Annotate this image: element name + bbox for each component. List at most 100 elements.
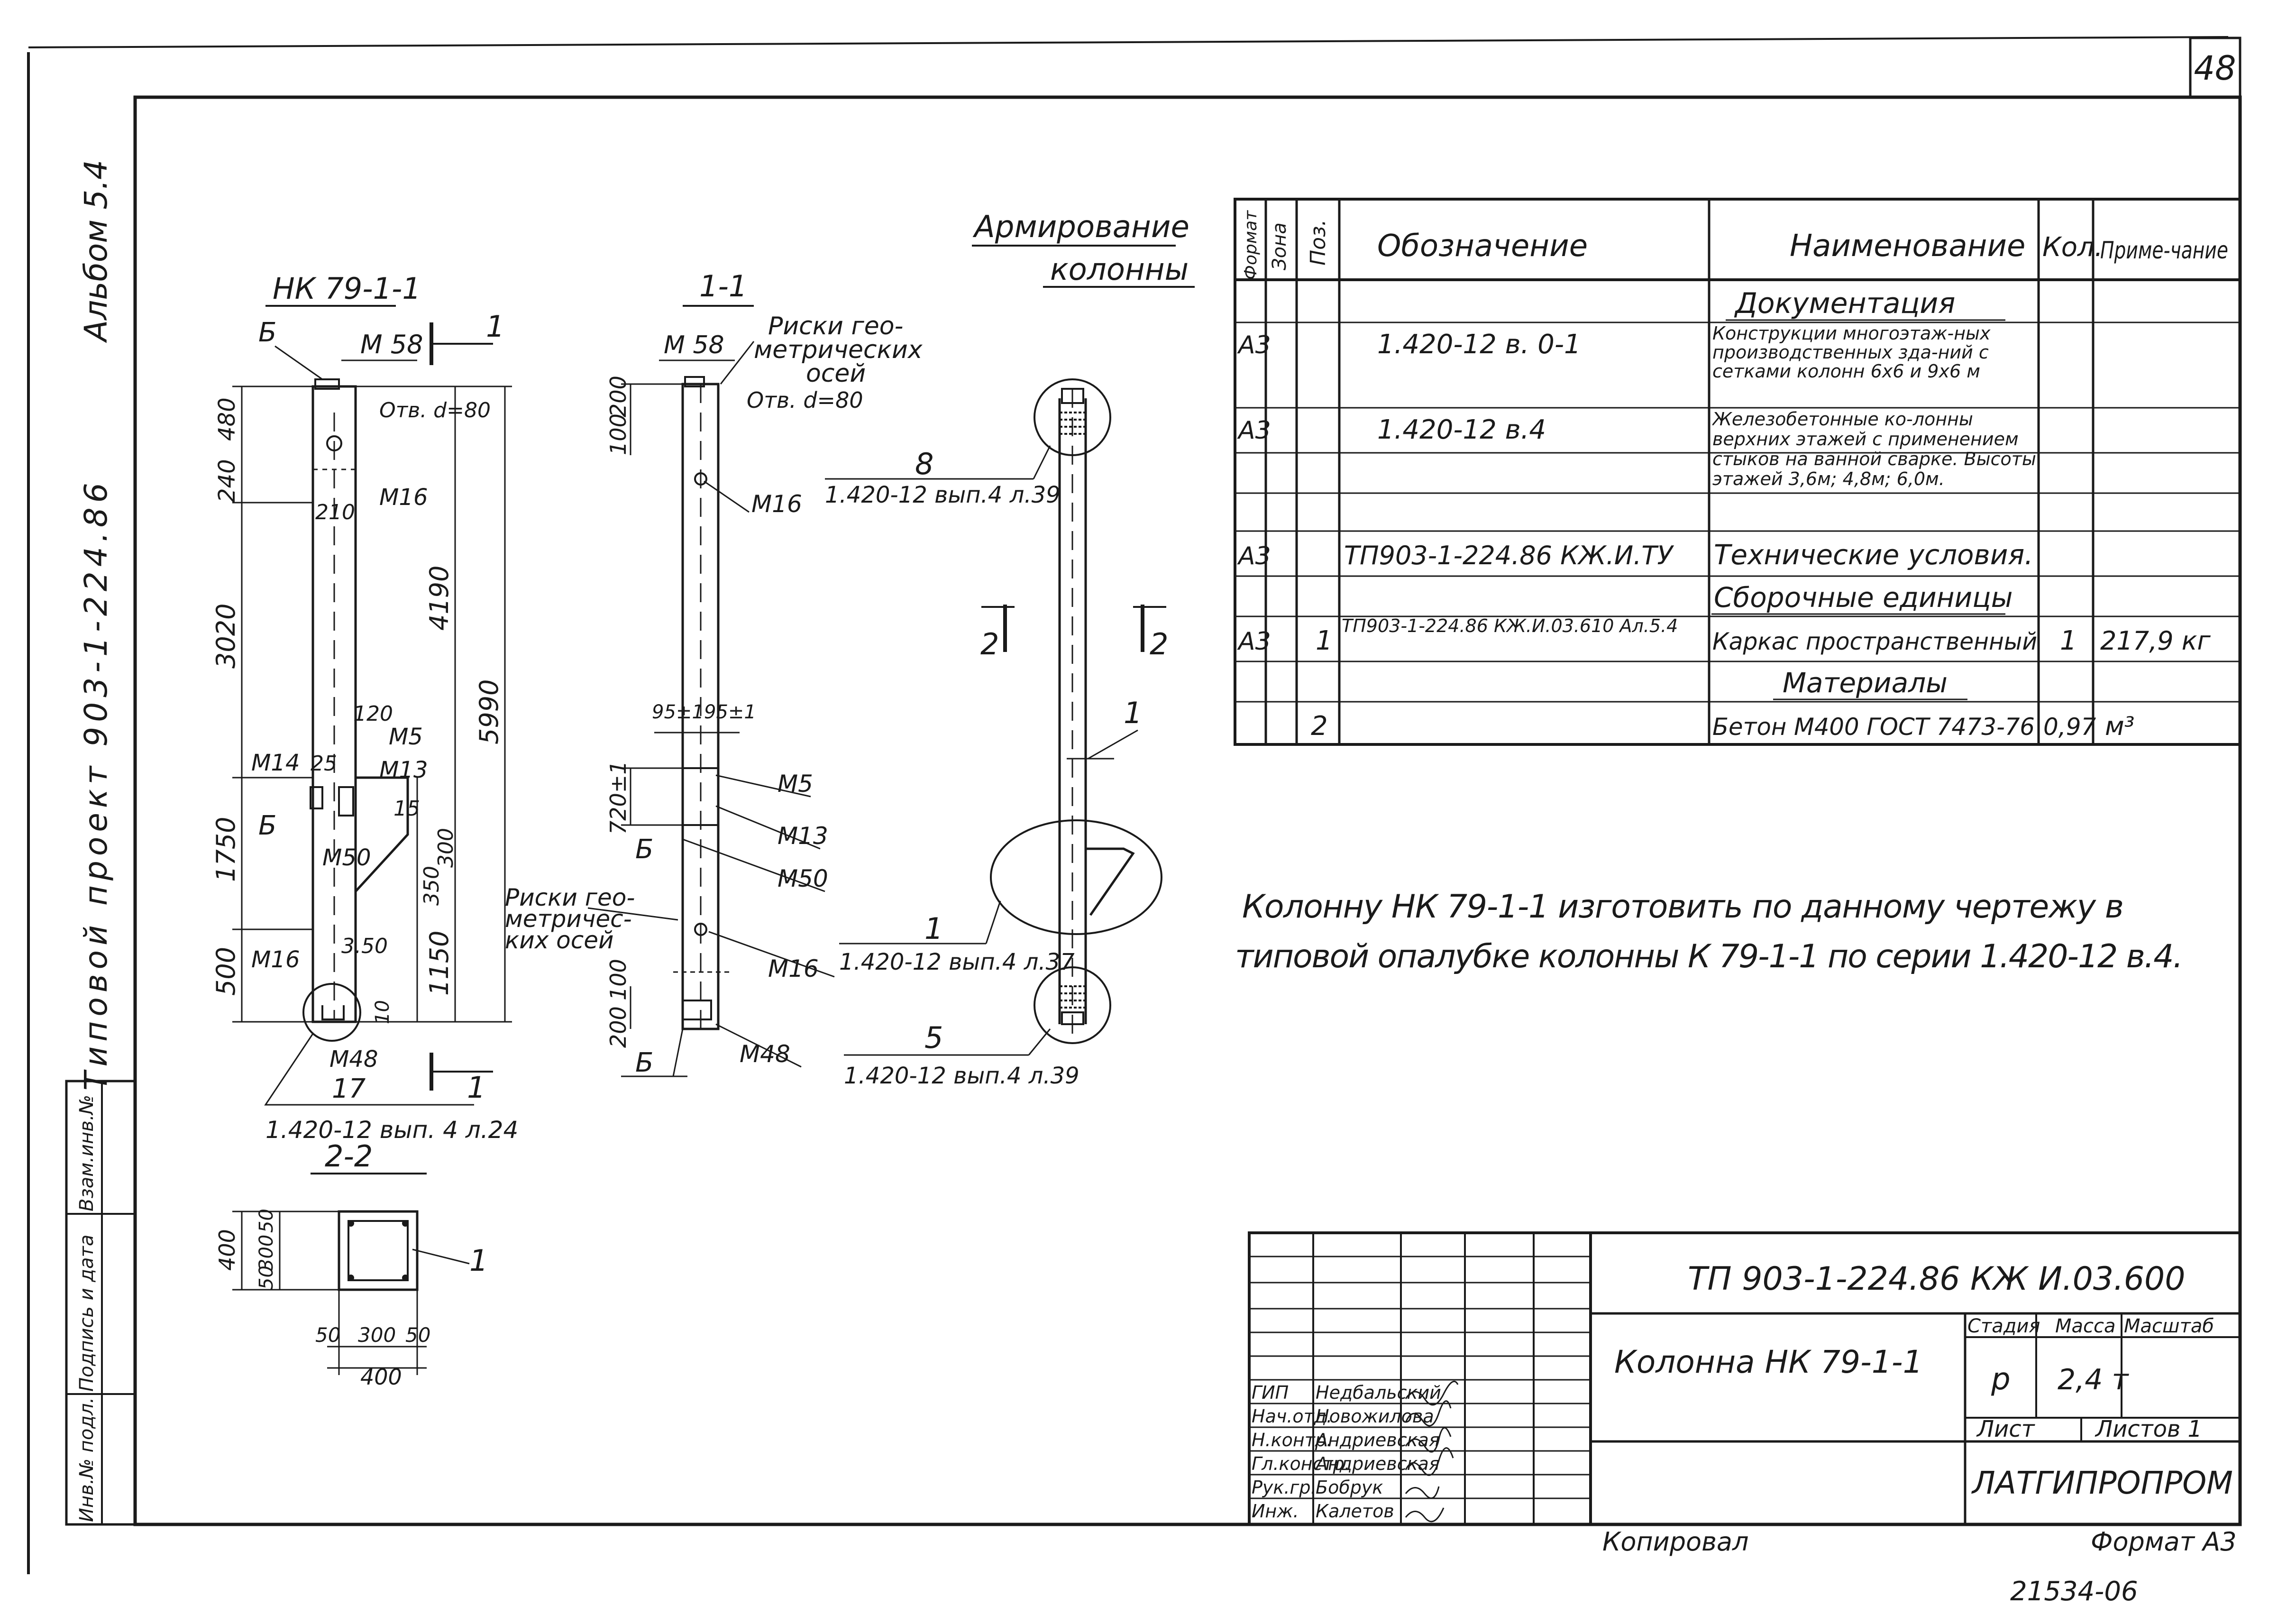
section-2-2: 2-2 1 400 50 300 50 50 300 50 400 — [214, 1139, 488, 1390]
general-note: Колонну НК 79-1-1 изготовить по данному … — [1235, 888, 2183, 975]
row5-name: Каркас пространственный — [1712, 628, 2037, 655]
signatures — [1405, 1380, 1459, 1523]
s11-label-b-mid: Б — [635, 834, 653, 865]
section-2-mark-left: 2 — [980, 627, 999, 661]
row3-name: Технические условия. — [1714, 539, 2033, 571]
elev-label-hole: Отв. d=80 — [379, 398, 491, 422]
dim-25: 25 — [311, 752, 337, 776]
row1-name: Конструкции многоэтаж-ных производственн… — [1712, 324, 1991, 382]
elev-label-17: 17 — [332, 1073, 366, 1104]
scale-label: Масштаб — [2124, 1315, 2214, 1337]
section-mark-top: 1 — [486, 309, 504, 344]
callout-1-ref: 1.420-12 вып.4 л.37 — [839, 949, 1075, 975]
s11-label-m58: М 58 — [664, 331, 724, 359]
dim-210: 210 — [315, 500, 355, 524]
elev-label-m14: М14 — [251, 750, 300, 776]
s22-dim-300-h: 300 — [358, 1323, 396, 1347]
reinforcement-view: Армирование колонны 2 — [825, 210, 1195, 1089]
s11-label-hole: Отв. d=80 — [747, 387, 863, 413]
elev-label-m16-bottom: М16 — [251, 946, 300, 973]
section-mark-bottom: 1 — [467, 1070, 485, 1105]
dim-15: 15 — [393, 797, 420, 821]
row5-pos: 1 — [1316, 625, 1333, 656]
hdr-name: Наименование — [1790, 229, 2025, 264]
mass-value: 2,4 т — [2058, 1363, 2129, 1396]
s11-dim-720: 720±1 — [605, 761, 631, 835]
sheet-number: 48 — [2194, 49, 2236, 88]
s11-label-m48: М48 — [740, 1040, 790, 1068]
s22-dim-50-v: 50 — [256, 1209, 277, 1233]
row5-format: А3 — [1237, 627, 1271, 656]
elev-label-m13: М13 — [379, 757, 428, 783]
row2-code: 1.420-12 в.4 — [1377, 414, 1546, 445]
row7-pos: 2 — [1311, 711, 1328, 742]
s11-label-risks-b2: метричес- — [505, 905, 632, 933]
hdr-zone: Зона — [1269, 222, 1290, 270]
row-assembly-heading: Сборочные единицы — [1714, 581, 2013, 614]
name-head: Новожилова — [1316, 1406, 1434, 1427]
role-head: Нач.отд. — [1252, 1406, 1332, 1427]
sheet-label: Лист — [1976, 1416, 2036, 1442]
row-documentation-heading: Документация — [1734, 287, 1955, 320]
hdr-qty: Кол. — [2042, 232, 2103, 263]
dim-120: 120 — [353, 702, 393, 726]
callout-8-ref: 1.420-12 вып.4 л.39 — [825, 482, 1061, 508]
dim-350: 350 — [420, 866, 444, 906]
s11-label-risks-b3: ких осей — [505, 927, 614, 954]
s11-dim-100-b: 100 — [605, 959, 631, 1000]
album-label: Альбом 5.4 — [78, 160, 114, 343]
organization: ЛАТГИПРОПРОМ — [1971, 1465, 2233, 1501]
s22-dim-300-v: 300 — [256, 1235, 277, 1271]
spec-table: Формат Зона Поз. Обозначение Наименовани… — [1234, 198, 2241, 746]
callout-5-ref: 1.420-12 вып.4 л.39 — [844, 1063, 1079, 1089]
elevation-ref: 1.420-12 вып. 4 л.24 — [265, 1116, 518, 1144]
note-line-1: Колонну НК 79-1-1 изготовить по данному … — [1242, 888, 2124, 926]
dim-4190: 4190 — [424, 566, 454, 631]
name-lead: Бобрук — [1316, 1477, 1383, 1498]
row7-qty: 0,97 — [2043, 713, 2096, 741]
project-label: Типовой проект 903-1-224.86 — [78, 478, 114, 1091]
s11-label-risks-1: Риски гео- — [768, 312, 903, 340]
hdr-code: Обозначение — [1377, 229, 1588, 264]
section-1-1-title: 1-1 — [699, 269, 747, 303]
name-chief: Андриевская — [1314, 1453, 1440, 1474]
section-2-2-title: 2-2 — [325, 1139, 373, 1174]
document-code: ТП 903-1-224.86 КЖ И.03.600 — [1688, 1260, 2186, 1298]
s11-label-b-bottom: Б — [635, 1047, 653, 1078]
s11-label-m50: М50 — [778, 865, 828, 892]
reinforcement-title-2: колонны — [1050, 252, 1189, 287]
s22-dim-50-h: 50 — [315, 1323, 340, 1347]
dim-500: 500 — [211, 947, 241, 996]
stage-label: Стадия — [1967, 1315, 2040, 1337]
row7-name: Бетон М400 ГОСТ 7473-76 — [1712, 713, 2035, 741]
row7-note: м³ — [2105, 711, 2134, 741]
dim-3020: 3020 — [211, 604, 241, 669]
row1-format: А3 — [1237, 331, 1271, 359]
name-ncontr: Андриевская — [1314, 1430, 1440, 1450]
reinforcement-stirrups-bottom — [1060, 985, 1086, 1009]
role-gip: ГИП — [1252, 1382, 1289, 1403]
elev-label-m16-top: М16 — [379, 484, 428, 511]
stamp-inv-label: Инв.№ подл. — [76, 1397, 98, 1522]
dim-480: 480 — [214, 397, 240, 441]
row2-name: Железобетонные ко-лонны верхних этажей с… — [1712, 409, 2036, 489]
stamp-sign-label: Подпись и дата — [76, 1235, 98, 1392]
hdr-note: Приме-чание — [2100, 237, 2228, 264]
format-label: Формат А3 — [2091, 1527, 2237, 1557]
s22-dim-50-h2: 50 — [405, 1323, 430, 1347]
mass-label: Масса — [2055, 1315, 2116, 1337]
name-eng: Калетов — [1316, 1501, 1394, 1522]
copied-label: Копировал — [1602, 1527, 1749, 1557]
s11-label-risks-2: метрических — [754, 336, 923, 364]
section-1-1: 1-1 М 58 Риски гео- метрических осей Отв… — [505, 269, 923, 1078]
callout-8-pos: 8 — [915, 447, 933, 481]
stage-value: р — [1991, 1362, 2011, 1397]
dim-3-50: 3.50 — [341, 934, 388, 958]
reinforcement-title-1: Армирование — [972, 210, 1189, 245]
name-gip: Недбальский — [1316, 1382, 1441, 1403]
s11-dim-200: 200 — [605, 376, 631, 417]
callout-1-pos: 1 — [924, 911, 943, 946]
s11-label-risks-3: осей — [806, 359, 866, 388]
s22-dim-400-h: 400 — [360, 1364, 402, 1390]
hdr-pos: Поз. — [1306, 220, 1330, 266]
